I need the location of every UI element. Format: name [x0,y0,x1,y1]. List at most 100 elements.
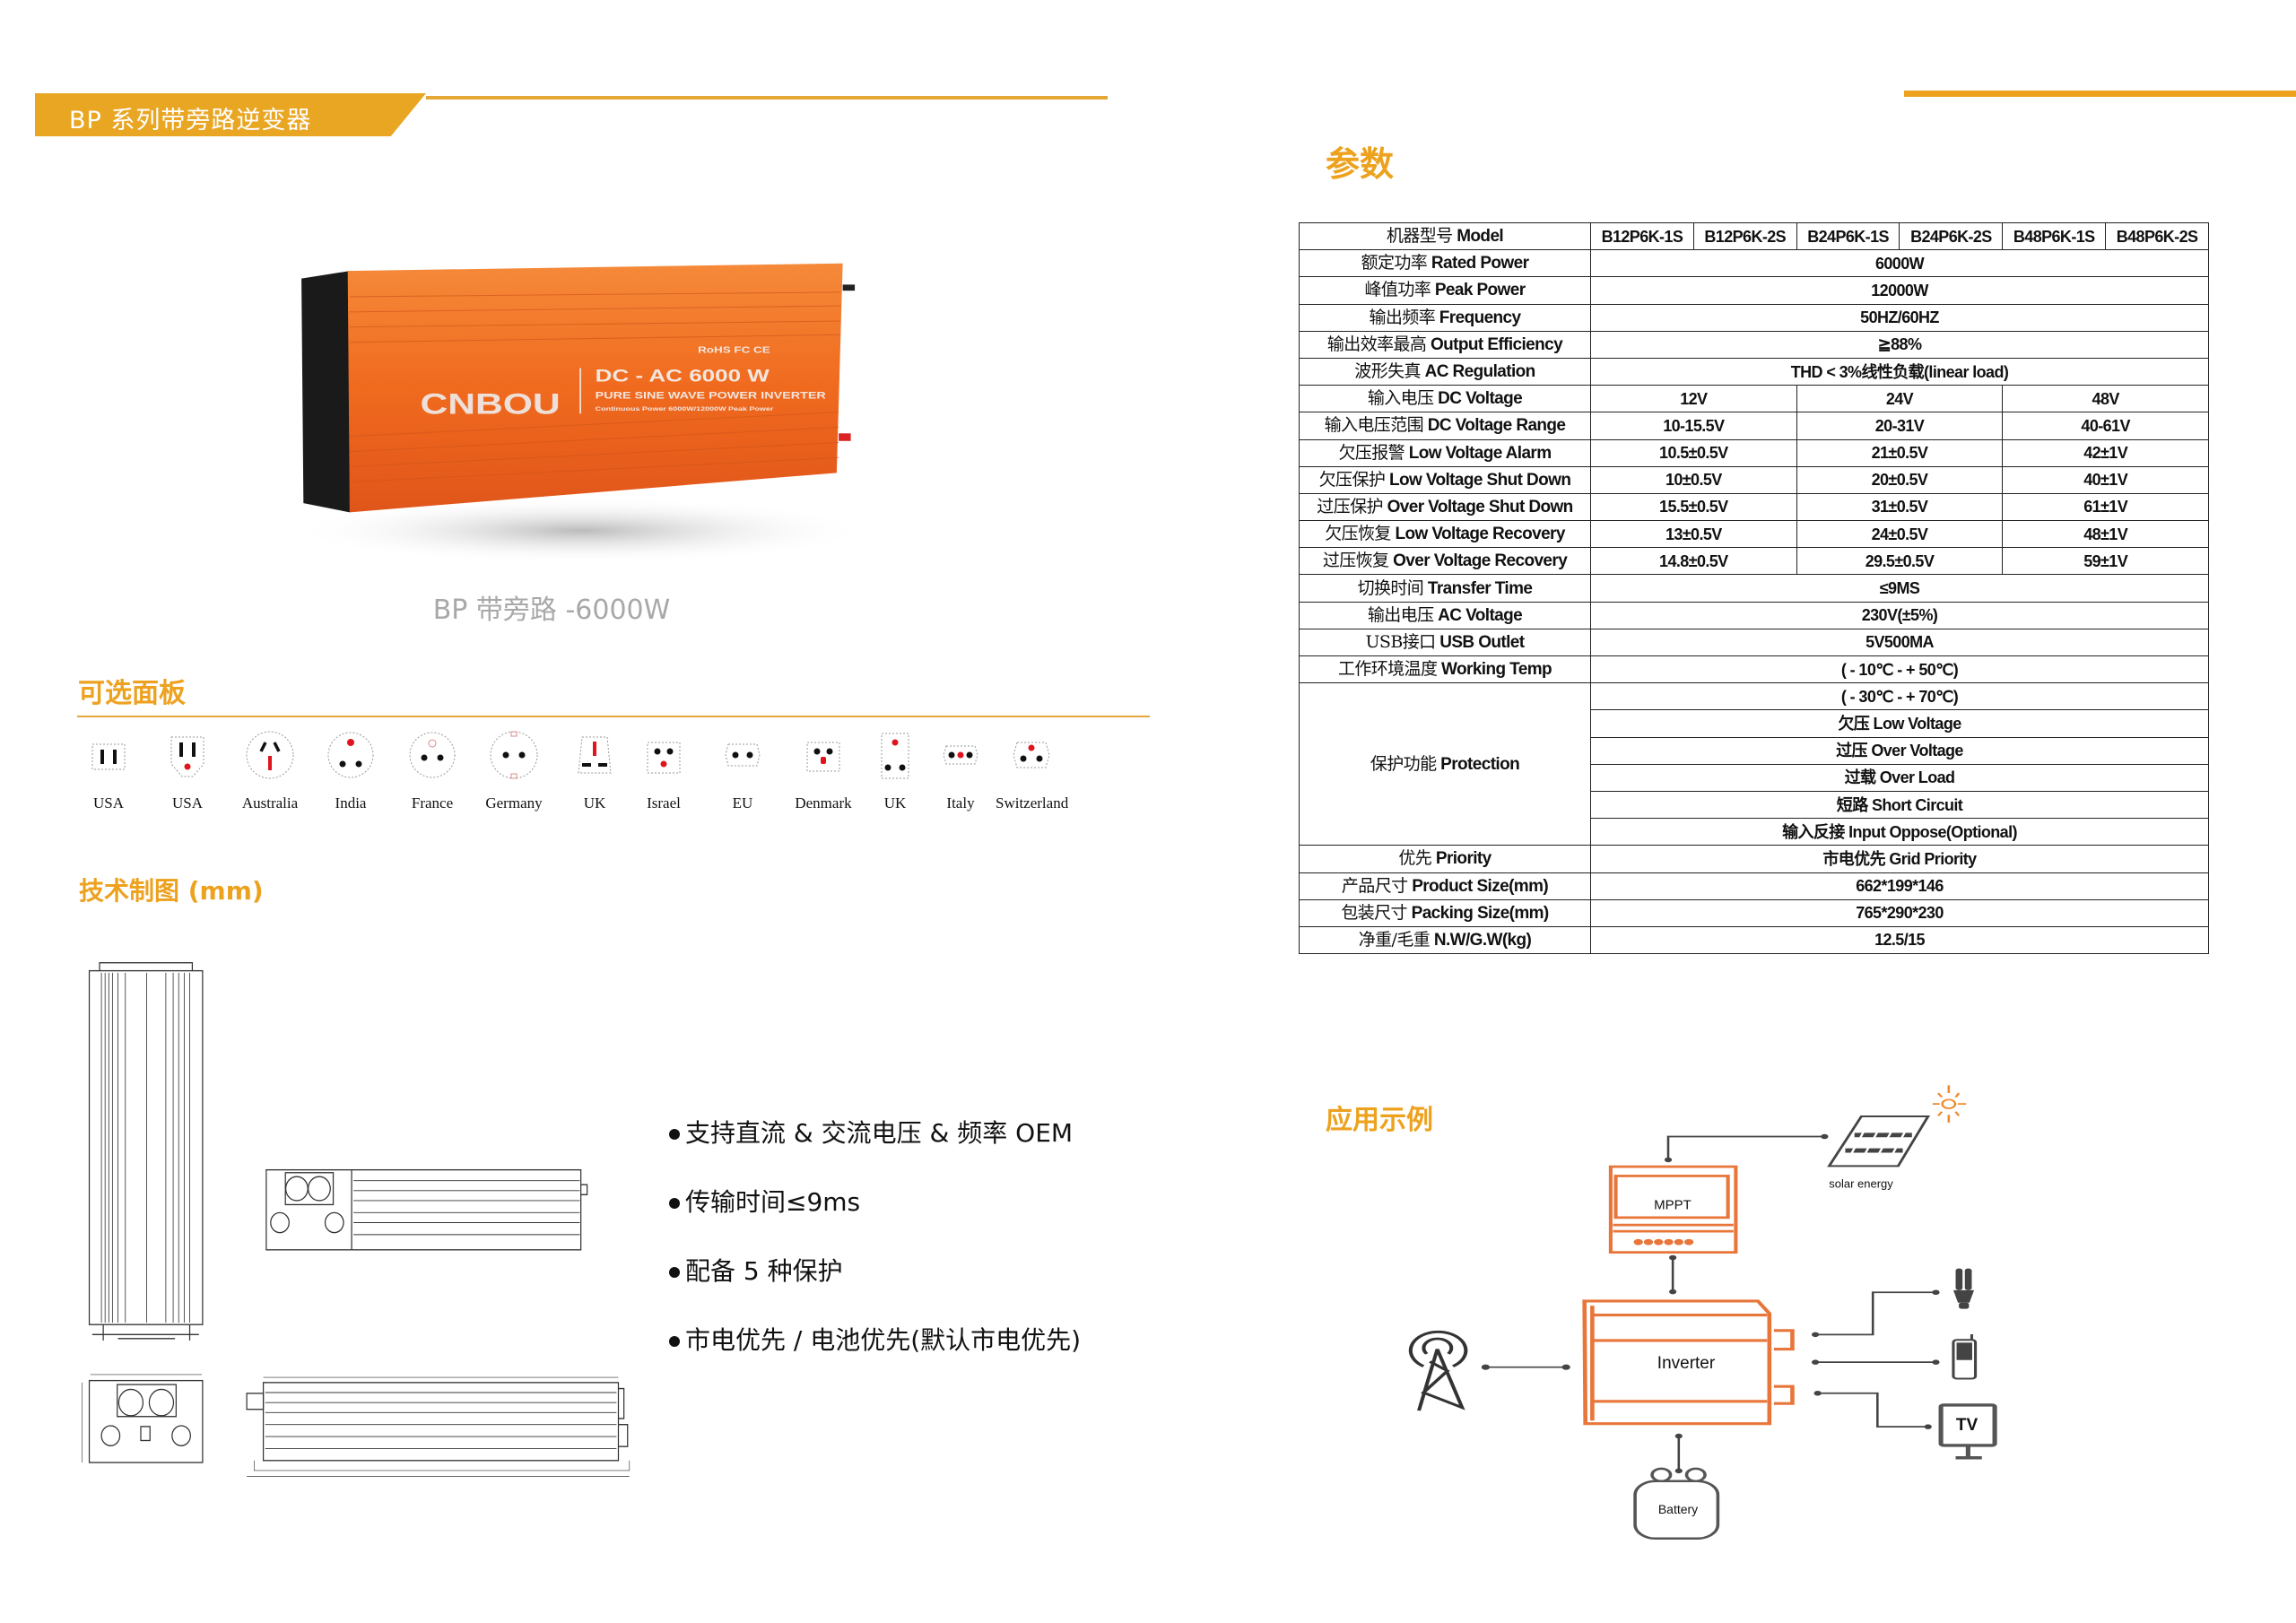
application-title: 应用示例 [1326,1105,1433,1136]
plug-panel-israel: Israel [628,728,700,812]
bullet-icon [669,1336,680,1347]
connection-lines [1485,1135,1936,1471]
technical-drawings [82,962,631,1477]
plug-panel-germany: Germany [478,728,550,812]
spec-value: B48P6K-1S [2002,221,2107,251]
grid-tower-icon [1408,1330,1468,1411]
spec-row-protection: 输入反接 Input Oppose(Optional) [1300,818,2209,846]
spec-value: B48P6K-2S [2105,221,2209,251]
plug-panel-label: USA [92,794,124,812]
plug-panel-denmark: Denmark [787,728,859,812]
plug-panel-label: EU [732,794,753,812]
spec-value: 欠压 Low Voltage [1590,709,2209,738]
long-side-drawing [246,1376,631,1477]
denmark-socket-icon [806,742,840,772]
germany-socket-icon [490,731,538,779]
spec-value: 14.8±0.5V [1590,547,1797,576]
spec-value: 过载 Over Load [1590,763,2209,792]
sun-icon [1932,1085,1967,1123]
spec-value: 24V [1796,385,2004,413]
spec-value: B12P6K-1S [1590,221,1694,251]
spec-label: 切换时间 Transfer Time [1299,574,1591,603]
panels-title: 可选面板 [78,678,186,709]
bullet-icon [669,1198,680,1209]
spec-value: B12P6K-2S [1692,221,1797,251]
spec-value: 50HZ/60HZ [1590,303,2209,332]
plug-panel-india: India [315,728,387,812]
spec-value: 21±0.5V [1796,438,2004,467]
spec-label: 输入电压范围 DC Voltage Range [1299,412,1591,440]
usa-a-socket-icon [91,743,126,770]
spec-value: 6000W [1590,249,2209,278]
spec-label: 工作环境温度 Working Temp [1299,655,1591,684]
spec-row: 包装尺寸 Packing Size(mm)765*290*230 [1299,898,2209,927]
spec-value: 12V [1590,385,1797,413]
plug-panel-usa-b: USA [152,728,223,812]
feature-item: 市电优先 / 电池优先(默认市电优先) [669,1306,1081,1375]
plug-panel-france: France [396,728,468,812]
plug-panel-label: Israel [647,794,681,812]
spec-value: 市电优先 Grid Priority [1590,845,2209,873]
plug-panel-label: France [411,794,454,812]
spec-label: 欠压保护 Low Voltage Shut Down [1299,465,1591,494]
battery-label: Battery [1657,1502,1699,1516]
plug-panel-switzerland: Switzerland [996,728,1069,812]
spec-label: 输出电压 AC Voltage [1299,601,1591,629]
spec-label: 产品尺寸 Product Size(mm) [1299,872,1591,900]
spec-value: 过压 Over Voltage [1590,736,2209,765]
spec-value: 输入反接 Input Oppose(Optional) [1590,818,2209,846]
eu-socket-icon [725,743,761,767]
spec-row-protection: 保护功能 Protection( - 30℃ - + 70℃) [1299,682,2209,846]
spec-value: 48±1V [2002,520,2209,549]
spec-label: 机器型号 Model [1299,221,1591,251]
plug-panel-label: Australia [241,794,299,812]
plug-panel-label: Germany [485,794,543,812]
israel-socket-icon [647,742,681,774]
india-socket-icon [327,732,374,778]
spec-value: 5V500MA [1590,628,2209,657]
svg-text:Continuous Power 6000W/12000W: Continuous Power 6000W/12000W Peak Power [596,405,774,412]
light-bulb-icon [1952,1268,1975,1309]
spec-value: THD < 3%线性负载(linear load) [1590,357,2209,386]
france-socket-icon [409,732,456,778]
brand-logo: CNBOU [420,388,560,421]
panels-divider [77,716,1150,717]
spec-label: 输入电压 DC Voltage [1299,385,1591,413]
spec-value: 61±1V [2002,492,2209,522]
feature-item: 传输时间≤9ms [669,1167,1081,1237]
plug-panel-uk-a: UK [559,728,631,812]
spec-value: 42±1V [2002,438,2209,467]
spec-value: 59±1V [2002,547,2209,576]
spec-value: 40±1V [2002,465,2209,494]
spec-value: 短路 Short Circuit [1590,790,2209,820]
svg-text:PURE SINE WAVE POWER INVERTER: PURE SINE WAVE POWER INVERTER [596,389,826,401]
tv-icon [1938,1403,1997,1460]
spec-label: 保护功能 Protection [1299,682,1591,846]
spec-row: 切换时间 Transfer Time≤9MS [1299,574,2209,603]
plug-panel-label: Italy [946,794,975,812]
uk-a-socket-icon [578,736,612,774]
spec-value: 230V(±5%) [1590,601,2209,629]
usa-b-socket-icon [170,736,204,777]
plug-panel-label: Switzerland [996,794,1069,812]
spec-label: 过压保护 Over Voltage Shut Down [1299,492,1591,522]
spec-value: 40-61V [2002,412,2209,440]
australia-socket-icon [246,731,294,779]
spec-value: ( - 10℃ - + 50℃) [1590,655,2209,684]
feature-item: 支持直流 & 交流电压 & 频率 OEM [669,1098,1081,1167]
application-diagram [1408,1085,1997,1540]
spec-row: 产品尺寸 Product Size(mm)662*199*146 [1299,872,2209,900]
spec-value: 24±0.5V [1796,520,2004,549]
spec-label: 优先 Priority [1299,845,1591,873]
feature-item: 配备 5 种保护 [669,1237,1081,1306]
